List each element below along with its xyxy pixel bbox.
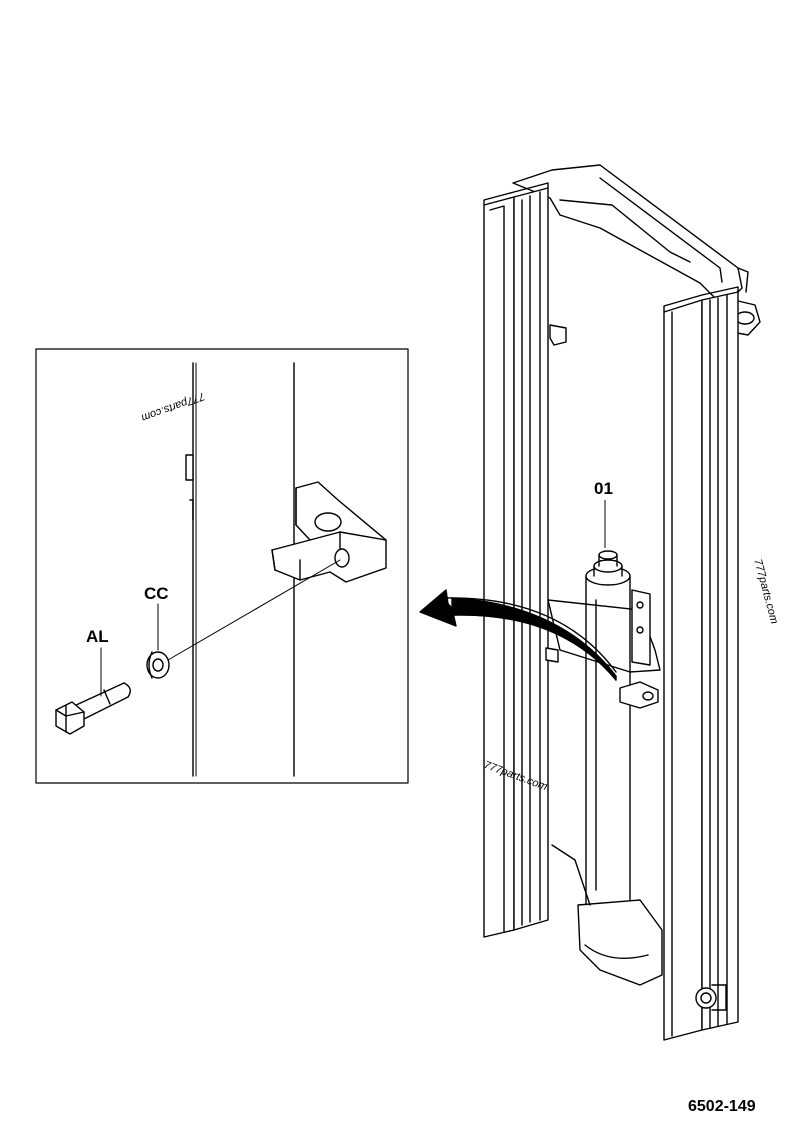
detail-view (35, 348, 409, 784)
label-part-cc: CC (144, 584, 169, 603)
mast-assembly (483, 164, 761, 1041)
label-part-01: 01 (594, 479, 613, 498)
callout-arrow (419, 589, 617, 681)
label-part-al: AL (86, 627, 109, 646)
figure-number: 6502-149 (688, 1098, 756, 1115)
